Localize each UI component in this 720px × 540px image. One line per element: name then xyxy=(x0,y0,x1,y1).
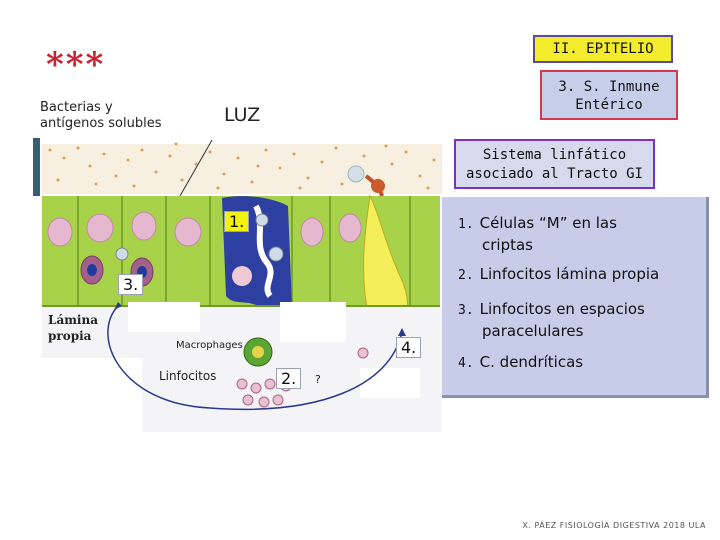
lamina-line1: Lámina xyxy=(48,312,98,328)
left-edge-bar xyxy=(33,138,40,196)
panel-item-1-line2: criptas xyxy=(482,236,533,254)
sistema-linfatico-box: Sistema linfático asociado al Tracto GI xyxy=(454,139,655,189)
bottom-blank xyxy=(42,418,142,432)
stars-mark: *** xyxy=(46,48,105,82)
panel-item-4-line1: C. dendríticas xyxy=(480,353,583,371)
lamina-panel-right xyxy=(280,302,346,342)
panel-item-3: 3. Linfocitos en espacios paracelulares xyxy=(458,299,645,341)
panel-item-1-num: 1. xyxy=(458,217,474,232)
panel-item-2-num: 2. xyxy=(458,268,474,283)
epithelium-diagram xyxy=(30,136,450,436)
panel-item-2: 2. Linfocitos lámina propia xyxy=(458,264,659,286)
linfocitos-label: Linfocitos xyxy=(159,369,216,383)
label-dendritic-number: 4. xyxy=(396,337,421,358)
label-m-cell-number: 1. xyxy=(224,211,249,232)
lumen-label: LUZ xyxy=(224,104,260,126)
dendrite-tip xyxy=(371,179,385,193)
epitelio-title-box: II. EPITELIO xyxy=(533,35,673,63)
lamina-propria-label: Lámina propia xyxy=(48,312,98,344)
panel-item-4: 4. C. dendríticas xyxy=(458,352,583,374)
sistema-line2: asociado al Tracto GI xyxy=(456,165,653,184)
lamina-panel-far xyxy=(360,368,420,398)
immune-components-panel: 1. Células “M” en las criptas 2. Linfocito… xyxy=(442,197,709,398)
panel-item-1-line1: Células “M” en las xyxy=(480,214,617,232)
m-cell-nucleus xyxy=(232,266,252,286)
panel-item-2-line1: Linfocitos lámina propia xyxy=(480,265,660,283)
macrophages-label: Macrophages xyxy=(176,340,243,351)
label-paracellular-number: 3. xyxy=(118,274,143,295)
panel-item-3-num: 3. xyxy=(458,303,474,318)
label-lamina-lymph-number: 2. xyxy=(276,368,301,389)
macrophage-core xyxy=(252,346,264,358)
footer-credit: X. PÁEZ FISIOLOGÍA DIGESTIVA 2018 ULA xyxy=(522,521,706,530)
panel-item-4-num: 4. xyxy=(458,356,474,371)
panel-item-3-line1: Linfocitos en espacios xyxy=(480,300,645,318)
sistema-line1: Sistema linfático xyxy=(456,146,653,165)
inmune-title-box: 3. S. Inmune Entérico xyxy=(540,70,678,120)
lamina-line2: propia xyxy=(48,328,98,344)
lamina-panel-center xyxy=(128,302,200,332)
inmune-title-line1: 3. S. Inmune xyxy=(542,78,676,96)
panel-item-3-line2: paracelulares xyxy=(482,322,583,340)
panel-item-1: 1. Células “M” en las criptas xyxy=(458,213,617,255)
question-mark: ? xyxy=(315,373,321,386)
lamina-lymphocyte-single xyxy=(358,348,368,358)
inmune-title-line2: Entérico xyxy=(542,96,676,114)
bacteria-antigen-label: Bacterias y antígenos solubles xyxy=(40,100,180,132)
luminal-antigen xyxy=(348,166,364,182)
